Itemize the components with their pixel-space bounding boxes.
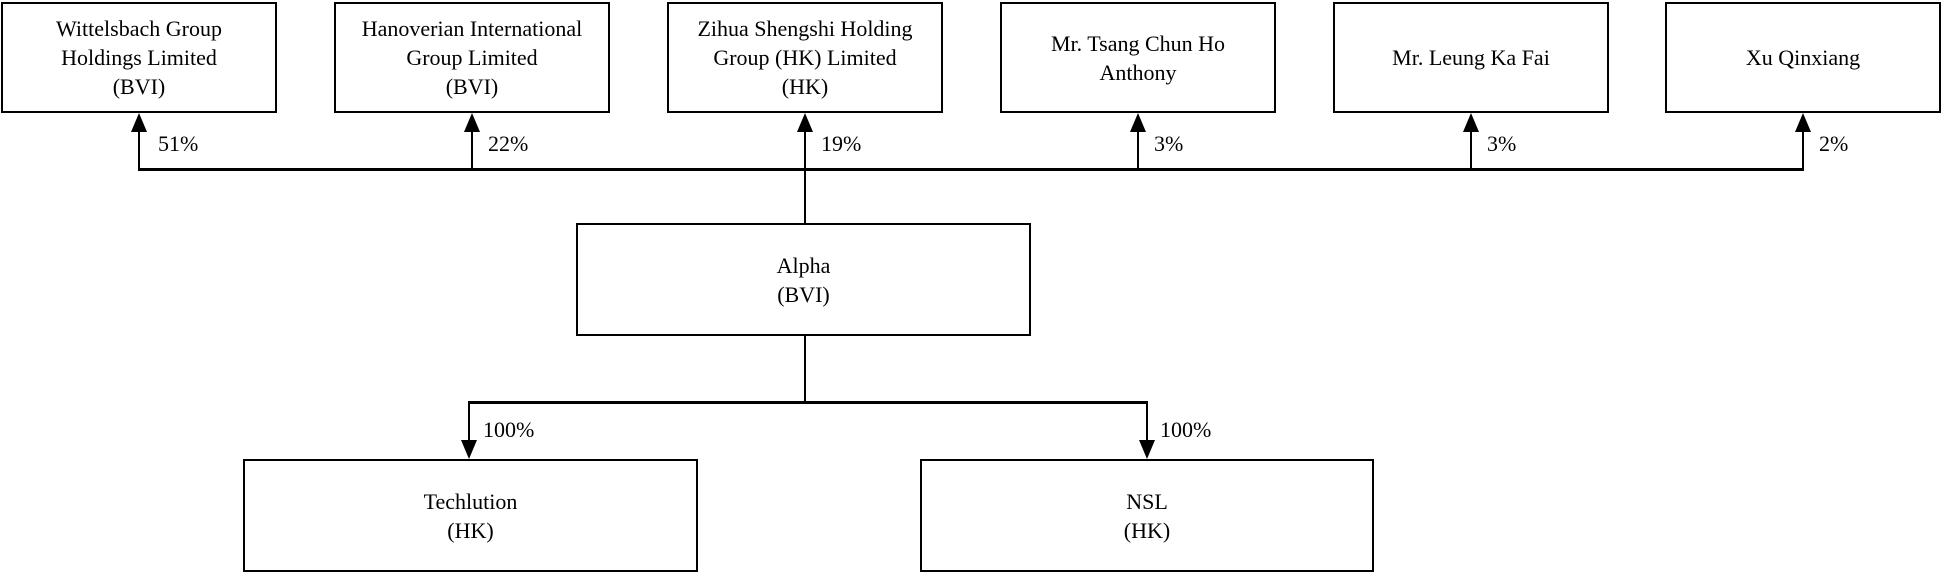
arrow-up-icon — [131, 113, 147, 132]
arrow-down-icon — [1139, 440, 1155, 459]
trunk-connector-lower — [804, 336, 806, 401]
company-name-line: (HK) — [1123, 517, 1171, 543]
subsidiary-connector — [1146, 404, 1148, 456]
shareholder-box-hanoverian: Hanoverian International Group Limited (… — [334, 2, 610, 113]
company-name-line: Group Limited — [406, 45, 538, 70]
person-name-line: Xu Qinxiang — [1745, 45, 1861, 70]
company-name-line: Group (HK) Limited — [713, 45, 897, 70]
arrow-up-icon — [1130, 113, 1146, 132]
company-name-line: Wittelsbach Group — [56, 16, 222, 41]
shareholder-box-tsang: Mr. Tsang Chun Ho Anthony — [1000, 2, 1276, 113]
shareholder-box-leung: Mr. Leung Ka Fai — [1333, 2, 1609, 113]
arrow-up-icon — [464, 113, 480, 132]
ownership-label: 100% — [483, 417, 535, 442]
parent-box-alpha: Alpha (BVI) — [576, 223, 1031, 336]
subsidiary-connector — [468, 404, 470, 456]
person-name-line: Anthony — [1099, 59, 1177, 85]
trunk-connector-upper — [804, 171, 806, 223]
ownership-connector — [471, 116, 473, 170]
ownership-connector — [804, 116, 806, 170]
ownership-label: 2% — [1819, 131, 1849, 156]
ownership-label: 51% — [158, 131, 199, 156]
ownership-bus-line — [138, 168, 1804, 171]
ownership-connector — [1137, 116, 1139, 170]
company-name-line: Techlution — [423, 488, 518, 514]
shareholder-box-wittelsbach: Wittelsbach Group Holdings Limited (BVI) — [1, 2, 277, 113]
company-name-line: NSL — [1126, 488, 1168, 514]
ownership-label: 22% — [488, 131, 529, 156]
company-name-line: (HK) — [781, 74, 829, 99]
ownership-connector — [1470, 116, 1472, 170]
arrow-down-icon — [461, 440, 477, 459]
company-name-line: (BVI) — [445, 74, 499, 99]
shareholder-box-zihua: Zihua Shengshi Holding Group (HK) Limite… — [667, 2, 943, 113]
subsidiary-box-techlution: Techlution (HK) — [243, 459, 698, 572]
person-name-line: Mr. Leung Ka Fai — [1392, 45, 1550, 70]
shareholder-box-xu: Xu Qinxiang — [1665, 2, 1941, 113]
company-name-line: Holdings Limited — [61, 45, 217, 70]
ownership-label: 19% — [821, 131, 862, 156]
subsidiary-box-nsl: NSL (HK) — [920, 459, 1374, 572]
arrow-up-icon — [1795, 113, 1811, 132]
company-name-line: Alpha — [776, 252, 831, 278]
ownership-label: 3% — [1154, 131, 1184, 156]
ownership-connector — [1802, 116, 1804, 170]
arrow-up-icon — [1463, 113, 1479, 132]
company-name-line: (BVI) — [777, 281, 830, 307]
ownership-label: 3% — [1487, 131, 1517, 156]
ownership-connector — [138, 116, 140, 170]
company-name-line: (HK) — [447, 517, 494, 543]
company-name-line: (BVI) — [112, 74, 166, 99]
company-name-line: Hanoverian International — [361, 16, 583, 41]
person-name-line: Mr. Tsang Chun Ho — [1050, 30, 1226, 56]
arrow-up-icon — [797, 113, 813, 132]
company-name-line: Zihua Shengshi Holding — [697, 16, 913, 41]
ownership-label: 100% — [1160, 417, 1212, 442]
subsidiary-branch-line — [468, 401, 1148, 404]
